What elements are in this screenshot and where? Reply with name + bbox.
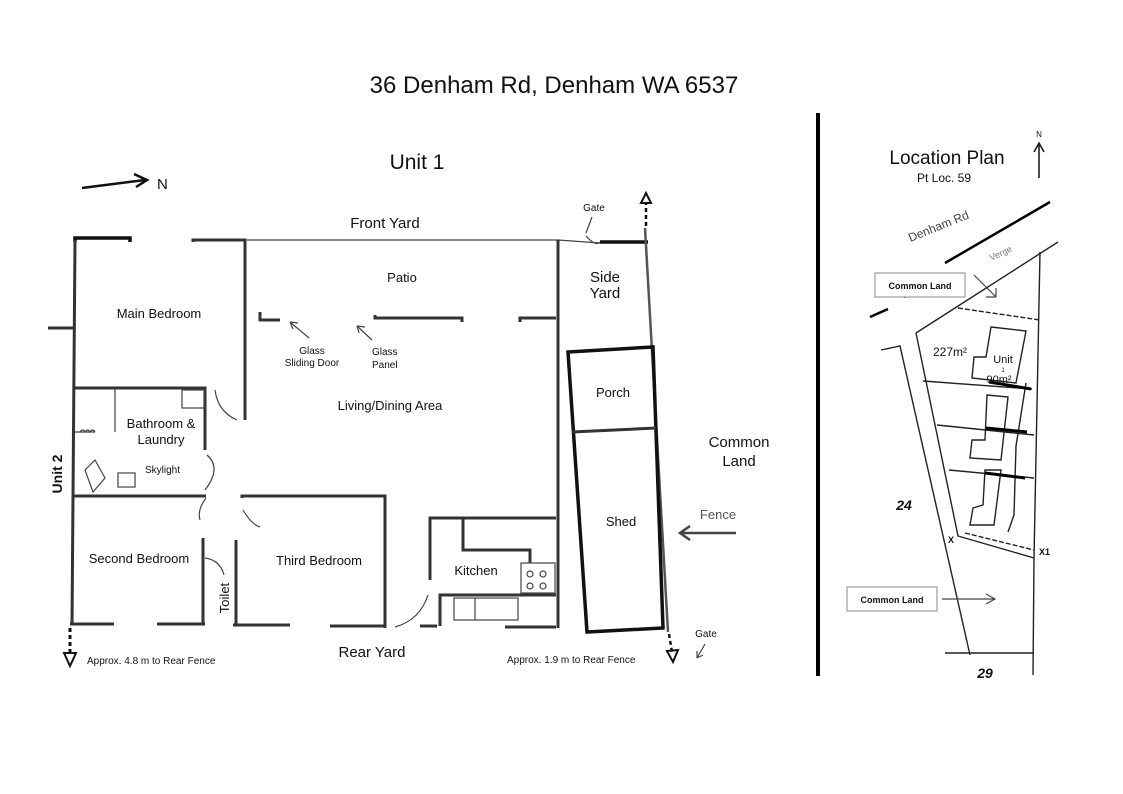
mark-x-label: X: [948, 535, 954, 545]
side-yard-label: Side: [590, 269, 620, 286]
arrow-icon: [289, 321, 310, 339]
north-arrow-icon: [1033, 141, 1045, 178]
mark-x1-label: X1: [1039, 547, 1050, 557]
shed-label: Shed: [606, 514, 636, 529]
road-label: Denham Rd: [906, 208, 971, 245]
location-plan-subtitle: Pt Loc. 59: [917, 171, 971, 185]
north-label: N: [157, 176, 168, 193]
common-land-label-2: Land: [722, 453, 755, 470]
location-plan: Location Plan Pt Loc. 59 N Denham Rd Ver…: [846, 130, 1059, 681]
arrow-icon: [356, 325, 373, 341]
side-yard-label-2: Yard: [590, 285, 621, 302]
unit2-label: Unit 2: [49, 454, 65, 493]
glass-panel-label: Glass: [372, 347, 398, 358]
common-land-box-bottom: [846, 586, 938, 612]
north-label-location: N: [1036, 130, 1042, 139]
common-land-box-top: [874, 272, 966, 298]
floor-plan-title: Unit 1: [390, 151, 445, 174]
porch-label: Porch: [596, 385, 630, 400]
arrow-icon: [973, 274, 997, 298]
dashed-arrow-down-icon: [62, 652, 78, 669]
gate-bottom-label: Gate: [695, 629, 717, 640]
third-bedroom-label: Third Bedroom: [276, 553, 362, 568]
dashed-arrow-up-icon: [639, 190, 653, 204]
basin-icon: [181, 389, 205, 409]
verge-label: Verge: [988, 244, 1014, 263]
unit-number-label: 1: [1001, 368, 1005, 374]
bathtub-icon: [84, 459, 106, 494]
second-bedroom-label: Second Bedroom: [89, 551, 189, 566]
lot-29-label: 29: [976, 665, 993, 681]
skylight-icon: [117, 472, 136, 488]
glass-sliding-door-label-2: Sliding Door: [285, 358, 340, 369]
page-title: 36 Denham Rd, Denham WA 6537: [370, 72, 739, 99]
bathroom-label: Bathroom &: [127, 416, 196, 431]
common-land-top-label: Common Land: [889, 281, 952, 291]
kitchen-label: Kitchen: [454, 563, 497, 578]
patio-label: Patio: [387, 270, 417, 285]
lot-area-label: 227m²: [933, 345, 967, 359]
main-bedroom-label: Main Bedroom: [117, 306, 202, 321]
common-land-bottom-label: Common Land: [861, 595, 924, 605]
toilet-label: Toilet: [217, 582, 232, 613]
glass-panel-label-2: Panel: [372, 360, 398, 371]
gate-top-label: Gate: [583, 203, 605, 214]
rear-yard-label: Rear Yard: [339, 644, 406, 661]
fence-label: Fence: [700, 507, 736, 522]
unit-area-label: 90m²: [986, 374, 1011, 386]
rear-fence-left-label: Approx. 4.8 m to Rear Fence: [87, 656, 216, 667]
north-arrow-icon: [81, 172, 150, 190]
fence-arrow-icon: [677, 524, 736, 542]
skylight-label: Skylight: [145, 465, 180, 476]
road-line: [944, 200, 1051, 265]
front-yard-label: Front Yard: [350, 215, 419, 232]
dashed-arrow-down-icon: [665, 648, 680, 665]
gate-pointer-icon: [585, 216, 593, 234]
laundry-tub-icon: [79, 429, 96, 434]
gate-arrow-icon: [696, 643, 706, 659]
floor-plan: Unit 1 N Front Yard Gate: [48, 151, 770, 669]
common-land-label: Common: [709, 434, 770, 451]
living-dining-label: Living/Dining Area: [338, 398, 444, 413]
location-plan-title: Location Plan: [889, 148, 1004, 169]
arrow-icon: [942, 593, 997, 605]
lot-24-label: 24: [895, 497, 912, 513]
shed-outline: [566, 345, 665, 634]
laundry-label: Laundry: [138, 432, 185, 447]
glass-sliding-door-label: Glass: [299, 346, 325, 357]
rear-fence-right-label: Approx. 1.9 m to Rear Fence: [507, 655, 636, 666]
unit-label: Unit: [993, 354, 1013, 366]
